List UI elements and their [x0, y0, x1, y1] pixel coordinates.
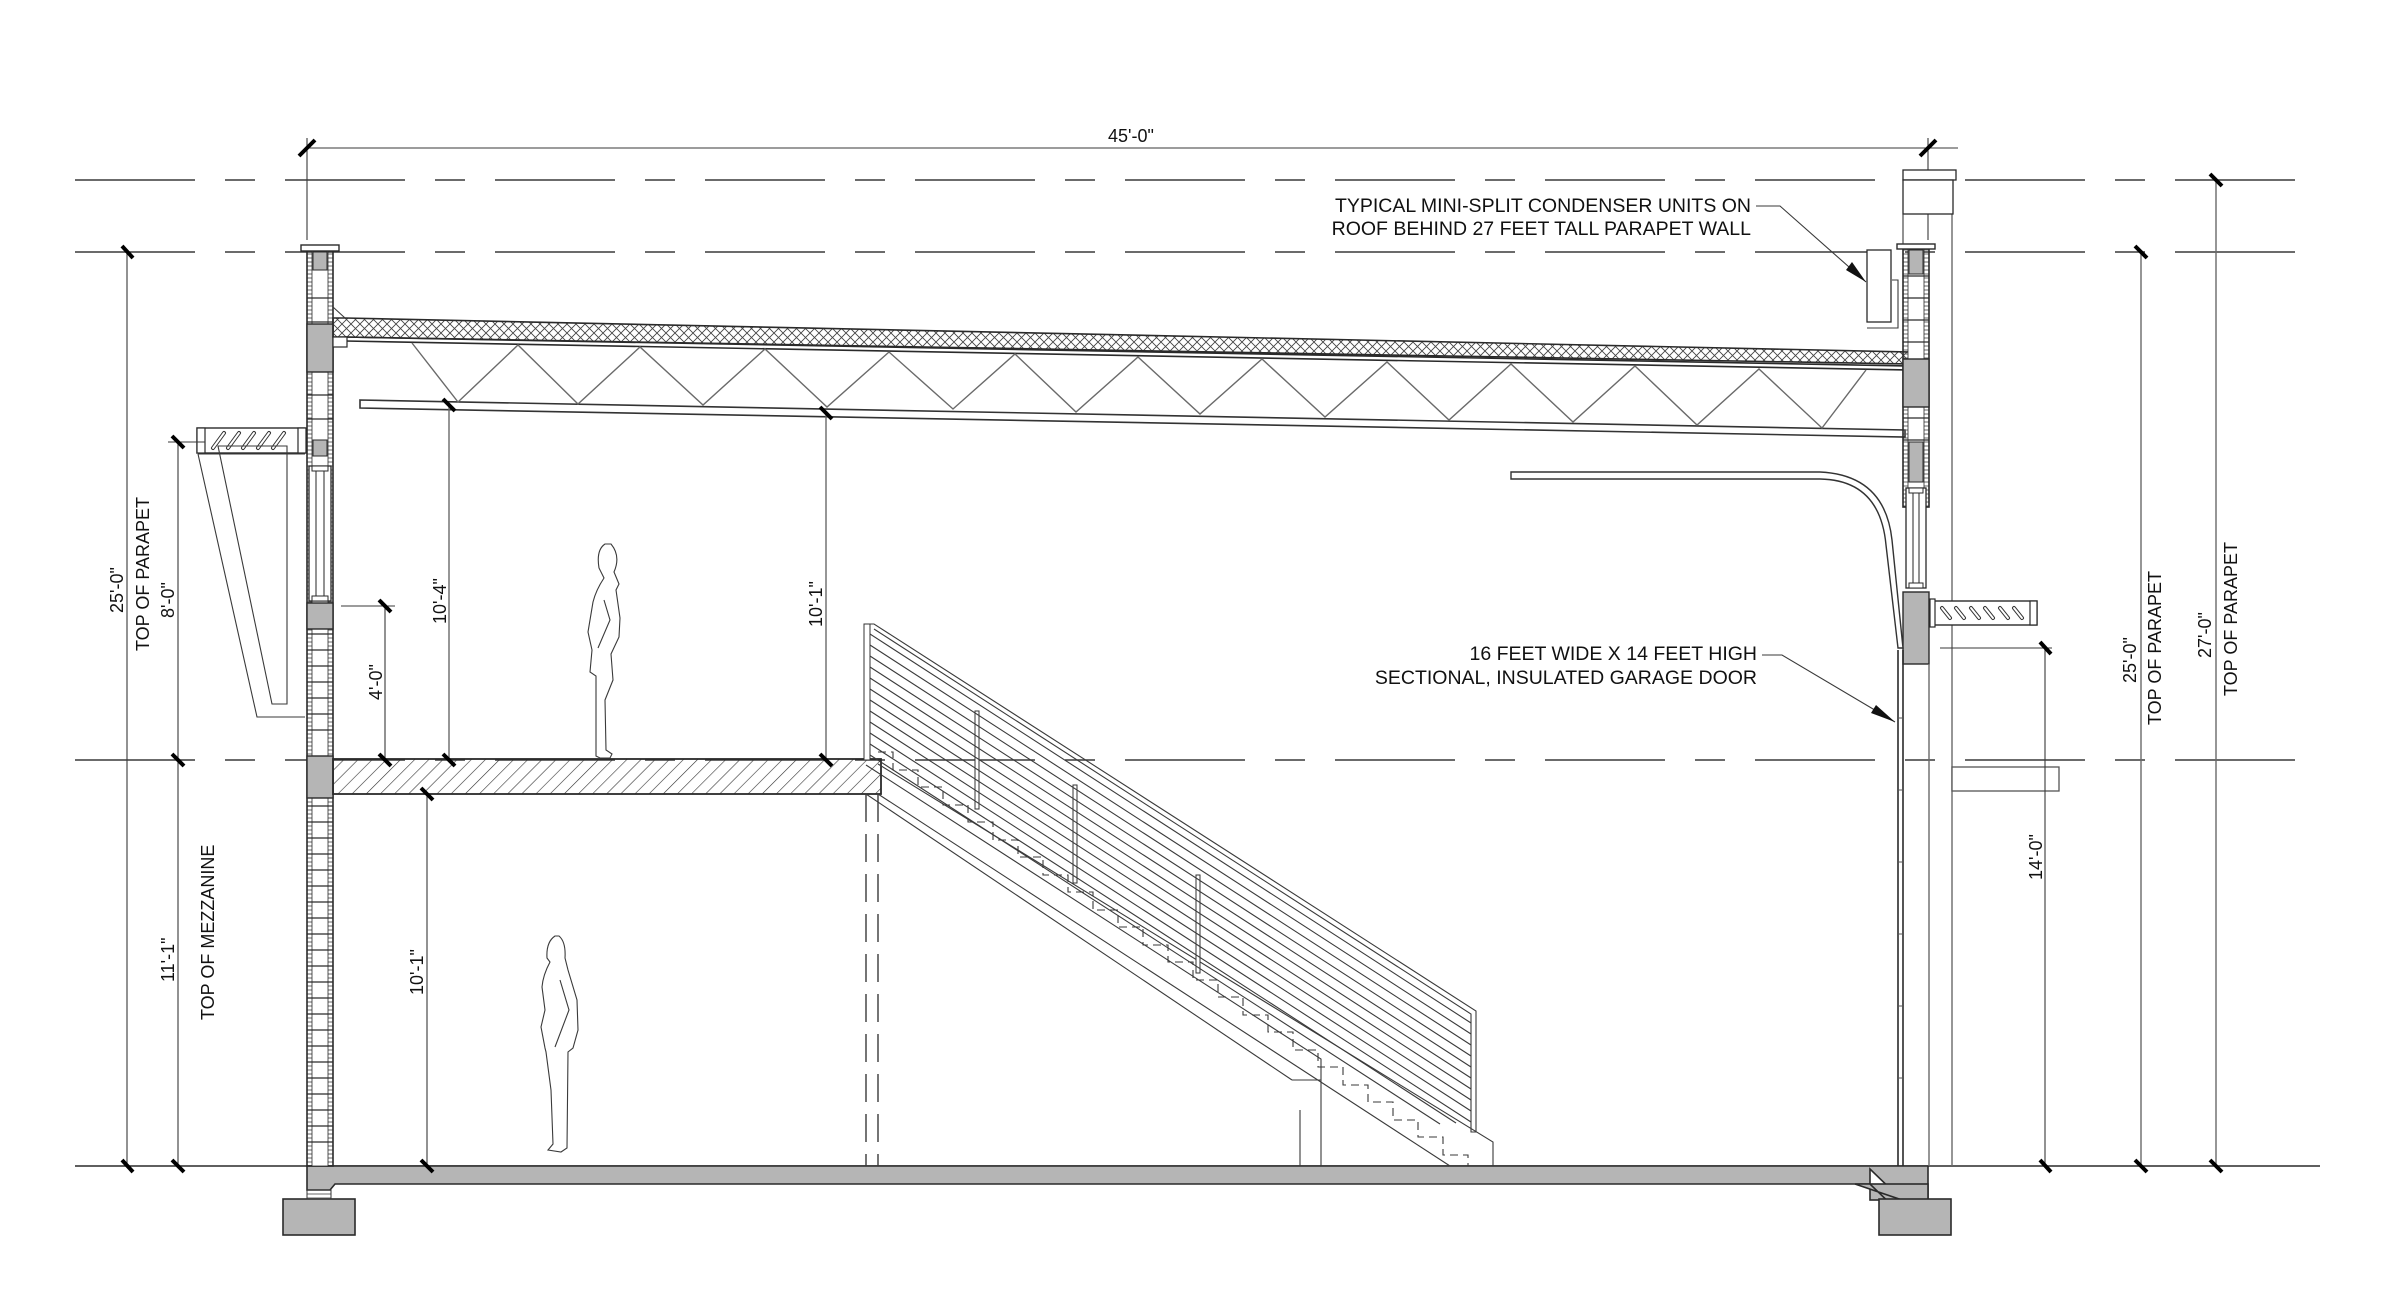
- right-parapet-label: TOP OF PARAPET: [2145, 570, 2165, 725]
- joist-bottom-chord: [359, 399, 1906, 438]
- mezzanine-height-dimension: 11'-1": [158, 937, 178, 982]
- left-footing: [282, 1198, 356, 1236]
- upper-window-dimension: 8'-0": [158, 582, 178, 618]
- human-figure-ground: [540, 935, 579, 1153]
- roof-assembly: [332, 306, 1911, 438]
- garage-door-height-dimension: 14'-0": [2026, 834, 2046, 880]
- mezz-clear-left-dimension: 10'-4": [430, 578, 450, 624]
- mezzanine-level-label: TOP OF MEZZANINE: [198, 844, 218, 1020]
- right-canopy: [1951, 766, 2060, 792]
- left-parapet-label: TOP OF PARAPET: [133, 496, 153, 651]
- mezz-clear-right-dimension: 10'-1": [806, 581, 826, 627]
- garage-door: [1510, 471, 1904, 1166]
- right-footing: [1878, 1198, 1952, 1236]
- stair: [865, 751, 1494, 1167]
- garage-door-header: [1902, 591, 1930, 665]
- left-wall: [300, 244, 340, 1167]
- right-clerestory-window: [1905, 487, 1927, 589]
- condenser-note-line2: ROOF BEHIND 27 FEET TALL PARAPET WALL: [1331, 218, 1751, 240]
- right-wall: [1896, 169, 1957, 1166]
- joist-webs: [411, 342, 1867, 430]
- note-leaders: [1756, 205, 1896, 723]
- left-dimension-lines: [120, 244, 395, 1174]
- right-dimension-lines: [1940, 172, 2224, 1174]
- left-sign-fin: [197, 445, 305, 718]
- floor-slab: [306, 1165, 1929, 1201]
- slab-and-foundation: [282, 1165, 1952, 1236]
- left-clerestory-window: [308, 465, 332, 602]
- left-awning: [196, 427, 307, 454]
- human-figure-mezzanine: [587, 543, 621, 759]
- garage-door-note-line2: SECTIONAL, INSULATED GARAGE DOOR: [1374, 667, 1757, 689]
- condenser-unit: [1866, 249, 1899, 329]
- guard-height-dimension: 4'-0": [366, 664, 386, 700]
- left-parapet-coping: [300, 244, 340, 252]
- guardrail: [863, 623, 1477, 1133]
- right-parapet-dimension: 25'-0": [2120, 637, 2140, 683]
- garage-door-track: [1510, 471, 1904, 649]
- right-parapet-coping: [1896, 243, 1936, 250]
- condenser-note-line1: TYPICAL MINI-SPLIT CONDENSER UNITS ON: [1334, 195, 1751, 217]
- interior-dimension-lines: [419, 397, 834, 1174]
- right-awning: [1929, 598, 2060, 792]
- mezzanine-floor: [332, 758, 882, 795]
- high-parapet-dimension: 27'-0": [2195, 612, 2215, 658]
- left-parapet-dimension: 25'-0": [107, 567, 127, 613]
- ground-clear-dimension: 10'-1": [407, 949, 427, 995]
- high-parapet-label: TOP OF PARAPET: [2221, 541, 2241, 696]
- garage-door-note-line1: 16 FEET WIDE X 14 FEET HIGH: [1469, 643, 1757, 665]
- overall-width-dimension-label: 45'-0": [1108, 126, 1154, 146]
